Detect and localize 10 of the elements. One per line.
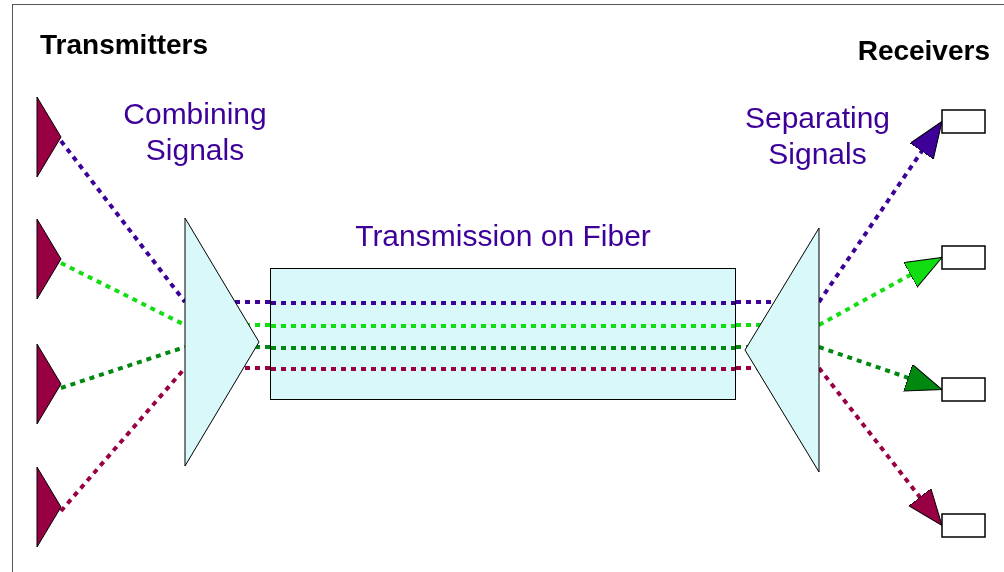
arrow bbox=[817, 366, 944, 527]
caption-label: Separating Signals bbox=[743, 100, 892, 172]
heading: Transmitters bbox=[40, 28, 210, 62]
arrow bbox=[818, 255, 943, 327]
arrow bbox=[818, 345, 943, 392]
fiber-label: Transmission on Fiber bbox=[354, 218, 652, 254]
signal-line bbox=[59, 139, 187, 304]
arrow bbox=[817, 120, 944, 304]
caption-label: Combining Signals bbox=[122, 96, 268, 168]
heading: Receivers bbox=[856, 34, 990, 68]
